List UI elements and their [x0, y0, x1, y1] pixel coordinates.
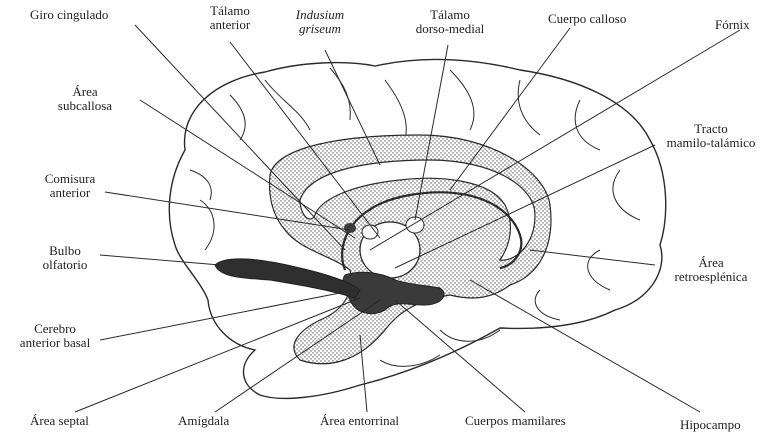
label-giro-cingulado: Giro cingulado — [30, 8, 108, 22]
label-area-subcallosa: Área subcallosa — [40, 85, 130, 113]
label-tracto-mamilo-talamico: Tracto mamilo-talámico — [655, 122, 767, 150]
label-area-septal: Área septal — [30, 414, 89, 428]
label-comisura-anterior: Comisura anterior — [30, 172, 110, 200]
label-fornix: Fórnix — [715, 18, 750, 32]
label-area-retroesplenica: Área retroesplénica — [655, 256, 767, 284]
label-bulbo-olfatorio: Bulbo olfatorio — [30, 244, 100, 272]
label-hipocampo: Hipocampo — [680, 418, 741, 432]
olfactory-bulb-shape — [215, 259, 360, 298]
label-area-entorrinal: Área entorrinal — [320, 414, 399, 428]
label-amigdala: Amígdala — [178, 414, 229, 428]
label-cerebro-anterior-basal: Cerebro anterior basal — [5, 322, 105, 350]
label-indusium-griseum: Indusium griseum — [285, 8, 355, 36]
label-talamo-dorso-medial: Tálamo dorso-medial — [400, 8, 500, 36]
label-cuerpos-mamilares: Cuerpos mamilares — [465, 414, 566, 428]
label-talamo-anterior: Tálamo anterior — [195, 4, 265, 32]
label-cuerpo-calloso: Cuerpo calloso — [548, 12, 626, 26]
anterior-commissure-shape — [344, 223, 356, 233]
